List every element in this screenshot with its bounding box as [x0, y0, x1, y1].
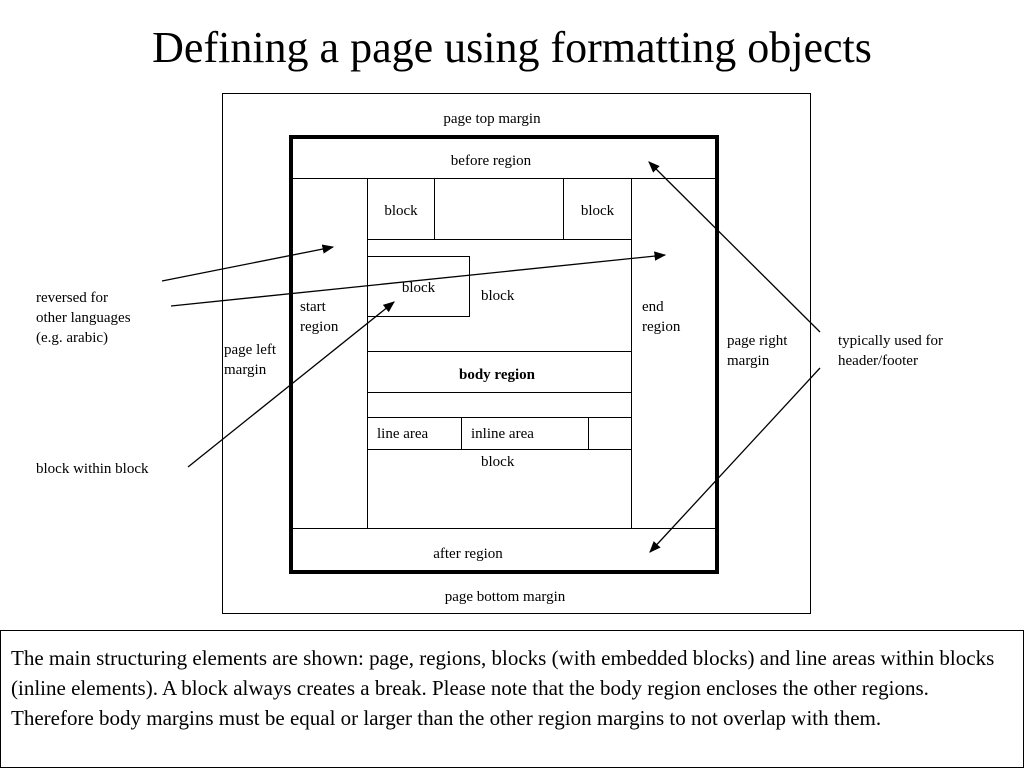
- before-region-label: before region: [450, 153, 532, 169]
- caption-text: The main structuring elements are shown:…: [11, 646, 995, 730]
- top-blocks-separator: [367, 239, 632, 240]
- end-region-label: end region: [642, 299, 681, 335]
- body-region-frame: [289, 135, 719, 574]
- body-region-label: body region: [459, 367, 535, 383]
- inline-area: [461, 417, 589, 450]
- page-right-margin-label: page right margin: [727, 333, 788, 369]
- block-bottom-label: block: [481, 454, 515, 470]
- start-region-label: start region: [300, 299, 339, 335]
- page-bottom-margin-label: page bottom margin: [444, 589, 566, 605]
- body-region-separator: [367, 392, 632, 393]
- page-left-margin-label: page left margin: [224, 342, 277, 378]
- block-top-left-label: block: [384, 203, 418, 219]
- arrow-to-before-region: [648, 161, 821, 333]
- caption-box: The main structuring elements are shown:…: [0, 630, 1024, 768]
- after-region-label: after region: [433, 546, 503, 562]
- block-within-block-note: block within block: [36, 461, 149, 477]
- arrow-to-end-region: [170, 251, 667, 307]
- reversed-languages-note: reversed for other languages (e.g. arabi…: [36, 290, 131, 346]
- block-inner-label: block: [401, 280, 436, 296]
- slide-title: Defining a page using formatting objects: [152, 23, 872, 72]
- inline-area-label: inline area: [471, 426, 534, 442]
- page-box: [222, 93, 811, 614]
- block-outer-label: block: [481, 288, 515, 304]
- page-top-margin-label: page top margin: [443, 111, 541, 127]
- block-inner: [367, 256, 470, 317]
- arrow-to-start-region: [161, 244, 335, 282]
- header-footer-note: typically used for header/footer: [838, 333, 943, 369]
- arrow-to-after-region: [649, 367, 821, 553]
- block-top-right-label: block: [580, 203, 615, 219]
- line-area-label: line area: [377, 426, 429, 442]
- arrow-to-inner-block: [187, 301, 395, 468]
- outer-block-separator: [367, 351, 632, 352]
- body-content-column: [367, 178, 632, 529]
